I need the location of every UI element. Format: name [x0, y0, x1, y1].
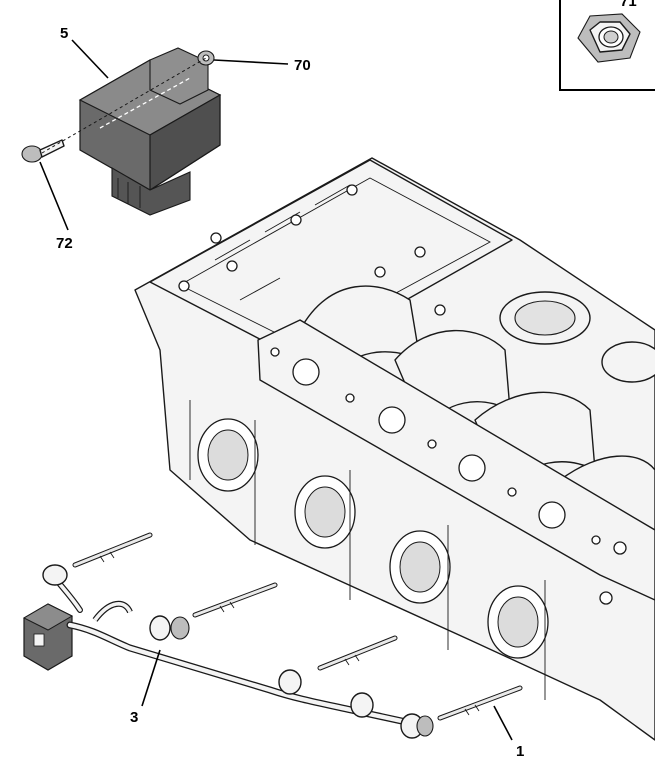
glow-plugs — [72, 532, 523, 721]
glow-plug-harness — [22, 532, 523, 739]
screw — [21, 139, 65, 163]
callout-72: 72 — [56, 235, 73, 252]
bolt-bosses — [178, 184, 627, 605]
cylinder-ports — [197, 418, 549, 659]
callout-1: 1 — [516, 743, 524, 759]
callout-5: 5 — [60, 25, 68, 42]
callout-3: 3 — [130, 709, 138, 726]
hex-nut-icon — [577, 13, 641, 63]
harness-connector — [22, 603, 74, 671]
plug-boots — [42, 564, 434, 739]
glow-plug-relay — [78, 47, 222, 216]
callout-70: 70 — [294, 57, 311, 74]
washer — [197, 50, 215, 66]
callout-71: 71 — [620, 0, 637, 10]
flange-holes — [270, 347, 601, 545]
nut-inset: 71 — [559, 0, 655, 91]
cylinder-head — [134, 157, 655, 741]
leader-lines — [39, 39, 513, 741]
